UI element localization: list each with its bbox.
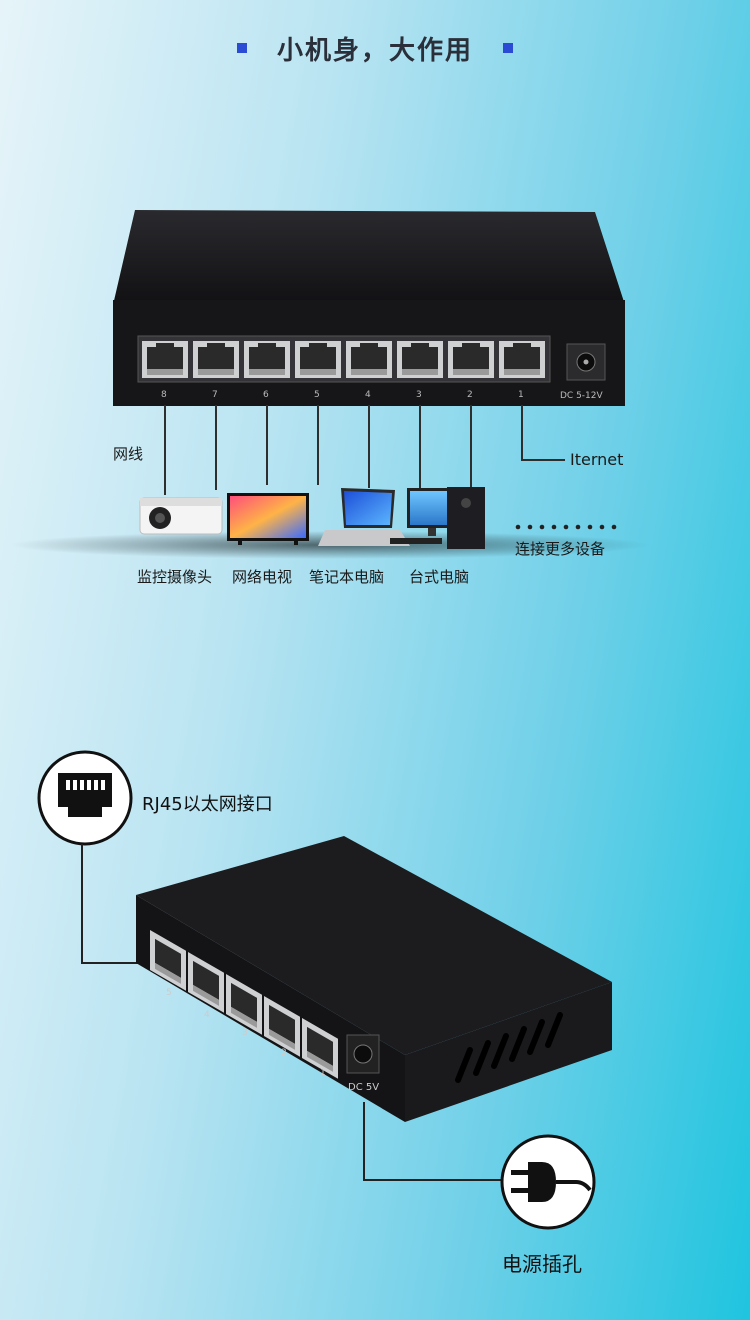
port-number: 6: [263, 390, 269, 400]
page-title: 小机身，大作用: [276, 35, 473, 66]
device-label: 台式电脑: [409, 568, 470, 586]
rj45-icon: [37, 750, 133, 846]
port-icon: [448, 341, 494, 378]
top-switch-illustration: [10, 210, 650, 559]
device-label: 网络电视: [232, 568, 293, 586]
cable-label: 网线: [113, 445, 144, 463]
bottom-switch-illustration: [37, 750, 612, 1230]
port-number: 7: [212, 390, 218, 400]
port-number: 5: [314, 390, 320, 400]
bottom-switch-top: [136, 836, 612, 1055]
internet-label: Iternet: [570, 450, 624, 469]
bottom-switch-ports: [150, 930, 338, 1079]
port-icon: [397, 341, 443, 378]
title-row: 小机身，大作用: [0, 28, 750, 68]
port-icon: [499, 341, 545, 378]
port-icon: [244, 341, 290, 378]
rj45-label: RJ45以太网接口: [142, 794, 273, 815]
port-number: 8: [161, 390, 167, 400]
port-icon: [188, 952, 224, 1013]
port-icon: [302, 1018, 338, 1079]
power-label: 电源插孔: [502, 1252, 582, 1276]
port-number: 2: [281, 1048, 287, 1058]
port-icon: [193, 341, 239, 378]
port-icon: [226, 974, 262, 1035]
port-icon: [142, 341, 188, 378]
top-switch-lid: [113, 210, 625, 305]
device-label: 笔记本电脑: [309, 568, 385, 586]
port-number: 4: [365, 390, 371, 400]
port-number: 4: [204, 1010, 210, 1020]
port-number: 3: [416, 390, 422, 400]
port-number: 2: [467, 390, 473, 400]
camera-icon: [139, 497, 223, 535]
desktop-icon: [390, 487, 485, 549]
port-number: 3: [242, 1028, 248, 1038]
port-number: 1: [518, 390, 524, 400]
top-switch-ports: [142, 341, 545, 378]
port-icon: [346, 341, 392, 378]
tv-icon: [227, 493, 309, 545]
dc-label: DC 5V: [348, 1082, 380, 1093]
cable-lines: [164, 405, 565, 495]
dc-jack-icon: [566, 343, 606, 381]
more-devices-label: 连接更多设备: [515, 540, 606, 558]
more-dots: [515, 524, 617, 530]
port-number: 5: [166, 988, 172, 998]
port-icon: [264, 996, 300, 1057]
port-number: 1: [320, 1068, 326, 1078]
vent-slots: [455, 1012, 563, 1083]
title-right-square: [503, 43, 513, 53]
dc-label: DC 5-12V: [560, 391, 603, 401]
port-icon: [295, 341, 341, 378]
laptop-icon: [318, 488, 410, 546]
power-plug-icon: [500, 1134, 596, 1230]
dc-jack-icon: [346, 1034, 380, 1074]
title-left-square: [236, 43, 247, 53]
port-icon: [150, 930, 186, 991]
device-label: 监控摄像头: [137, 568, 213, 586]
